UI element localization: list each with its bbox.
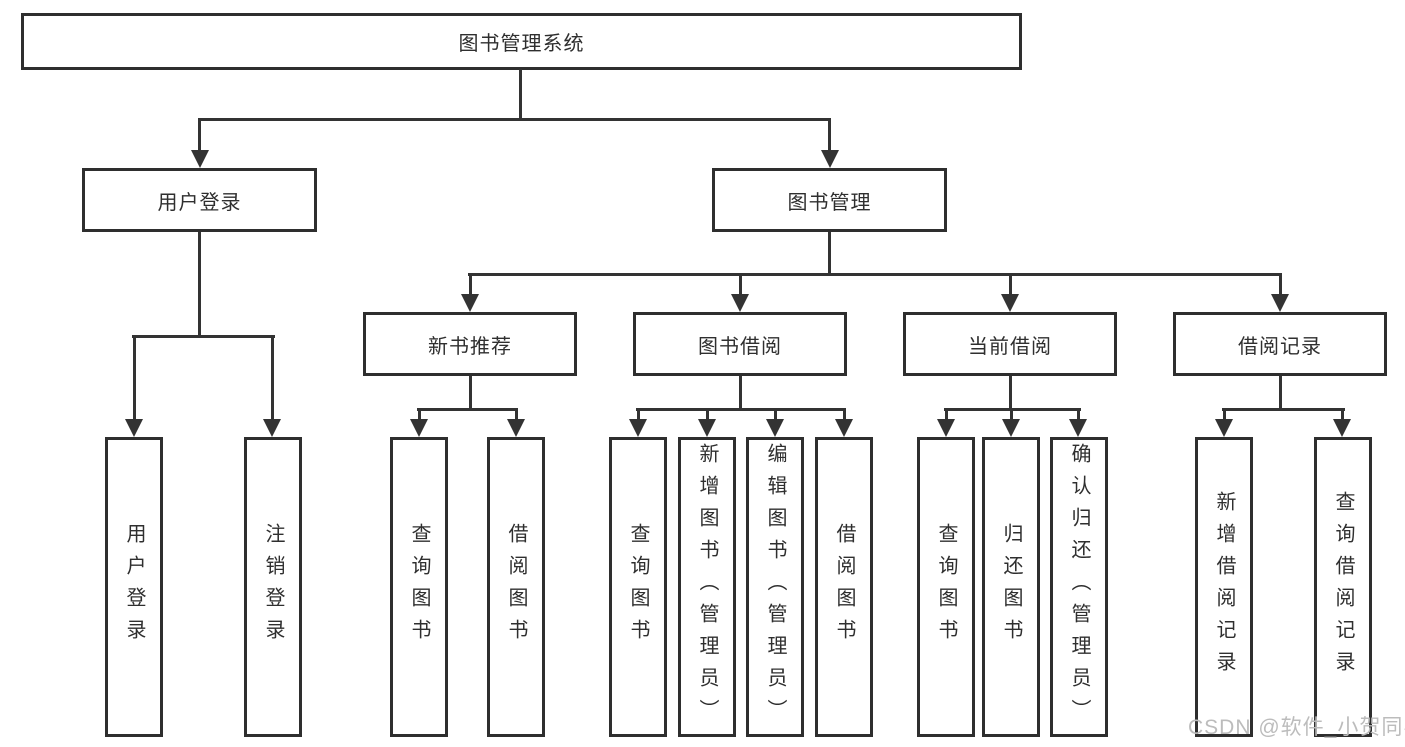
csdn-watermark: CSDN @软件_小贺同学 <box>1188 716 1405 739</box>
node-label: 借阅记录 <box>1238 335 1322 358</box>
leaf-query-borrow-record: 查询借阅记录 <box>1314 437 1372 737</box>
node-label: 图书管理系统 <box>458 33 585 55</box>
connector-stem <box>1279 273 1282 296</box>
connector-stem <box>706 408 709 421</box>
node-borrowing-records: 借阅记录 <box>1173 312 1387 376</box>
connector-rail <box>636 408 846 411</box>
leaf-label: 用户登录 <box>123 523 145 651</box>
leaf-label: 确认归还（管理员） <box>1068 443 1090 731</box>
connector-stem <box>637 408 640 421</box>
arrowhead-down-icon <box>125 419 143 437</box>
node-new-book-recommendation: 新书推荐 <box>363 312 577 376</box>
connector-stem <box>418 408 421 421</box>
connector-stem <box>515 408 518 421</box>
leaf-label: 新增图书（管理员） <box>696 443 718 731</box>
arrowhead-down-icon <box>835 419 853 437</box>
connector-stem-mgmt <box>828 118 831 154</box>
leaf-label: 编辑图书（管理员） <box>764 443 786 731</box>
leaf-label: 查询图书 <box>935 523 957 651</box>
leaf-query-books-recommend: 查询图书 <box>390 437 448 737</box>
node-book-borrowing: 图书借阅 <box>633 312 847 376</box>
arrowhead-down-icon <box>1215 419 1233 437</box>
leaf-query-books-current: 查询图书 <box>917 437 975 737</box>
arrowhead-down-icon <box>1002 419 1020 437</box>
node-label: 图书管理 <box>787 191 872 214</box>
connector-stem <box>843 408 846 421</box>
connector-stem <box>1279 376 1282 408</box>
arrowhead-down-icon <box>1001 294 1019 312</box>
connector-stem <box>1009 376 1012 408</box>
node-label: 图书借阅 <box>698 335 782 358</box>
leaf-user-login: 用户登录 <box>105 437 163 737</box>
leaf-label: 归还图书 <box>1000 523 1022 651</box>
leaf-borrow-books-recommend: 借阅图书 <box>487 437 545 737</box>
arrowhead-down-icon <box>263 419 281 437</box>
leaf-label: 查询图书 <box>627 523 649 651</box>
arrowhead-down-icon <box>191 150 209 168</box>
connector-mgmt-rail <box>468 273 1282 276</box>
leaf-return-books: 归还图书 <box>982 437 1040 737</box>
connector-stem <box>774 408 777 421</box>
leaf-add-borrow-record: 新增借阅记录 <box>1195 437 1253 737</box>
connector-rail <box>417 408 518 411</box>
arrowhead-down-icon <box>410 419 428 437</box>
node-label: 新书推荐 <box>428 335 512 358</box>
leaf-label: 查询借阅记录 <box>1332 491 1354 683</box>
connector-stem <box>1010 408 1013 421</box>
leaf-query-books-borrowing: 查询图书 <box>609 437 667 737</box>
connector-stem <box>133 335 136 421</box>
connector-root-stem <box>519 69 522 121</box>
node-book-management: 图书管理 <box>712 168 947 232</box>
arrowhead-down-icon <box>1333 419 1351 437</box>
leaf-logout: 注销登录 <box>244 437 302 737</box>
leaf-add-books-admin: 新增图书（管理员） <box>678 437 736 737</box>
leaf-borrow-books: 借阅图书 <box>815 437 873 737</box>
leaf-label: 查询图书 <box>408 523 430 651</box>
connector-stem-login <box>198 118 201 154</box>
leaf-edit-books-admin: 编辑图书（管理员） <box>746 437 804 737</box>
arrowhead-down-icon <box>1271 294 1289 312</box>
arrowhead-down-icon <box>629 419 647 437</box>
node-user-login: 用户登录 <box>82 168 317 232</box>
connector-root-rail <box>198 118 831 121</box>
connector-stem <box>271 335 274 421</box>
connector-stem <box>945 408 948 421</box>
arrowhead-down-icon <box>731 294 749 312</box>
connector-stem <box>1223 408 1226 421</box>
arrowhead-down-icon <box>461 294 479 312</box>
node-root-system: 图书管理系统 <box>21 13 1022 70</box>
connector-stem <box>739 273 742 296</box>
connector-stem <box>469 273 472 296</box>
arrowhead-down-icon <box>937 419 955 437</box>
leaf-confirm-return-admin: 确认归还（管理员） <box>1050 437 1108 737</box>
arrowhead-down-icon <box>1069 419 1087 437</box>
connector-stem <box>1077 408 1080 421</box>
connector-login-rail <box>132 335 275 338</box>
arrowhead-down-icon <box>821 150 839 168</box>
leaf-label: 注销登录 <box>262 523 284 651</box>
connector-stem <box>1341 408 1344 421</box>
connector-rail <box>1222 408 1345 411</box>
arrowhead-down-icon <box>698 419 716 437</box>
node-label: 用户登录 <box>157 191 242 214</box>
connector-mgmt-stem <box>828 232 831 273</box>
leaf-label: 借阅图书 <box>505 523 527 651</box>
connector-stem <box>469 376 472 408</box>
arrowhead-down-icon <box>507 419 525 437</box>
connector-stem <box>1009 273 1012 296</box>
arrowhead-down-icon <box>766 419 784 437</box>
leaf-label: 借阅图书 <box>833 523 855 651</box>
leaf-label: 新增借阅记录 <box>1213 491 1235 683</box>
connector-stem <box>739 376 742 408</box>
connector-login-stem <box>198 232 201 335</box>
node-label: 当前借阅 <box>968 335 1052 358</box>
node-current-borrowing: 当前借阅 <box>903 312 1117 376</box>
